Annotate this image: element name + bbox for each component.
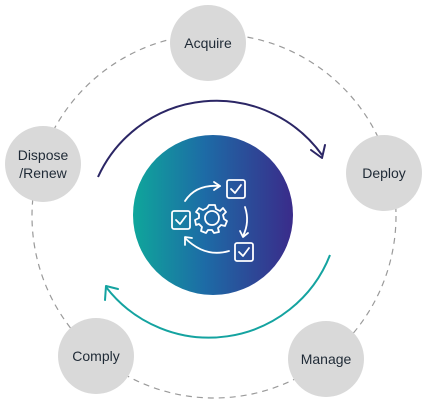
stage-node-manage: Manage bbox=[288, 321, 364, 397]
stage-node-deploy: Deploy bbox=[346, 135, 422, 211]
bottom-arc-arrow bbox=[104, 254, 331, 339]
stage-label-manage: Manage bbox=[300, 351, 352, 367]
stage-label-deploy: Deploy bbox=[362, 165, 406, 181]
stage-label-acquire: Acquire bbox=[184, 35, 232, 51]
dashed-cycle-ring bbox=[31, 33, 397, 399]
gear-with-checklist-cycle-icon bbox=[171, 179, 254, 262]
top-arc-arrow bbox=[97, 99, 326, 178]
stage-node-dispose-renew: Dispose /Renew bbox=[5, 126, 81, 202]
center-circle bbox=[133, 135, 293, 295]
stage-label-dispose-renew: Dispose /Renew bbox=[17, 147, 69, 181]
stage-node-acquire: Acquire bbox=[170, 5, 246, 81]
stage-label-comply: Comply bbox=[72, 348, 120, 364]
stage-node-comply: Comply bbox=[58, 318, 134, 394]
